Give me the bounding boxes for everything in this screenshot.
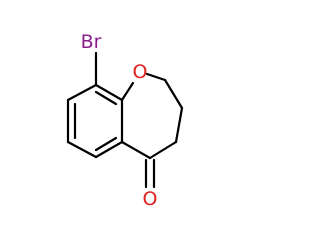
bond-c5a-c6: [94, 140, 124, 159]
bond-c9-c9a: [94, 83, 124, 102]
bond-c4-c5: [148, 140, 178, 160]
carbonyl-double-bond: [144, 158, 156, 189]
bond-c8-c9: [66, 83, 98, 102]
carbonyl-oxygen-atom-label: O: [143, 188, 158, 210]
bond-c9a-o1: [120, 81, 135, 102]
bromine-atom-label: Br: [81, 31, 102, 53]
bond-c5-c5a: [120, 140, 152, 160]
chemical-structure: Br O O: [66, 31, 184, 210]
ether-oxygen-atom-label: O: [133, 61, 148, 83]
double-bond-c5a-c6: [94, 136, 118, 152]
bond-c6-c7: [66, 140, 98, 159]
bond-o1-c2: [145, 72, 167, 82]
benzene-ring: [66, 83, 124, 159]
bond-c3-c4: [174, 106, 184, 144]
double-bond-c9-c9a: [94, 90, 118, 106]
oxepine-ring: [120, 72, 184, 160]
bond-c2-c3: [163, 78, 184, 110]
